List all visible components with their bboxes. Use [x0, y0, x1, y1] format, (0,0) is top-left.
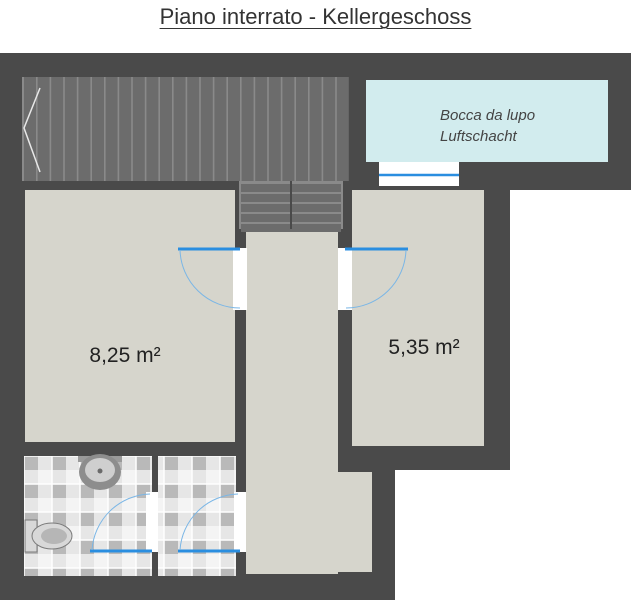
door-bathroom-left [90, 492, 158, 553]
stair-tread [173, 77, 186, 181]
corridor-niche [336, 472, 372, 572]
toilet-icon [24, 519, 73, 553]
stair-tread [228, 77, 240, 181]
stair-tread [105, 77, 118, 181]
light-shaft [354, 72, 620, 188]
stair-treads [24, 77, 349, 181]
stair-tread [241, 77, 254, 181]
sink-icon [78, 454, 122, 490]
stair-tread [323, 77, 336, 181]
shaft-label-de: Luftschacht [440, 128, 518, 145]
stair-tread [214, 77, 227, 181]
plan-title: Piano interrato - Kellergeschoss [159, 4, 472, 29]
room-right-area: 5,35 m² [388, 336, 459, 359]
stair-tread [296, 77, 308, 181]
door-bathroom-right [178, 492, 246, 553]
door-right-room [338, 247, 408, 310]
room-left [25, 190, 235, 442]
stair-tread [92, 77, 104, 181]
stair-tread [187, 77, 200, 181]
stair-tread [282, 77, 295, 181]
room-left-area: 8,25 m² [89, 344, 160, 367]
stair-tread [255, 77, 268, 181]
stair-tread [200, 77, 213, 181]
stair-tread [64, 77, 77, 181]
shaft-label-it: Bocca da lupo [440, 107, 535, 124]
corridor [246, 232, 338, 574]
room-right [352, 190, 484, 446]
stair-tread [78, 77, 91, 181]
stair-tread [132, 77, 145, 181]
stair-tread [51, 77, 64, 181]
stair-direction-arrow [23, 87, 41, 173]
door-left-room [178, 247, 247, 310]
stair-tread [336, 77, 349, 181]
stair-tread [160, 77, 172, 181]
stair-tread [37, 77, 50, 181]
stair-tread [24, 77, 36, 181]
stair-tread [119, 77, 132, 181]
stair-tread [309, 77, 322, 181]
bathroom-right [158, 456, 236, 576]
stair-lower-treads [241, 181, 341, 232]
stair-tread [268, 77, 281, 181]
stair-tread [146, 77, 159, 181]
